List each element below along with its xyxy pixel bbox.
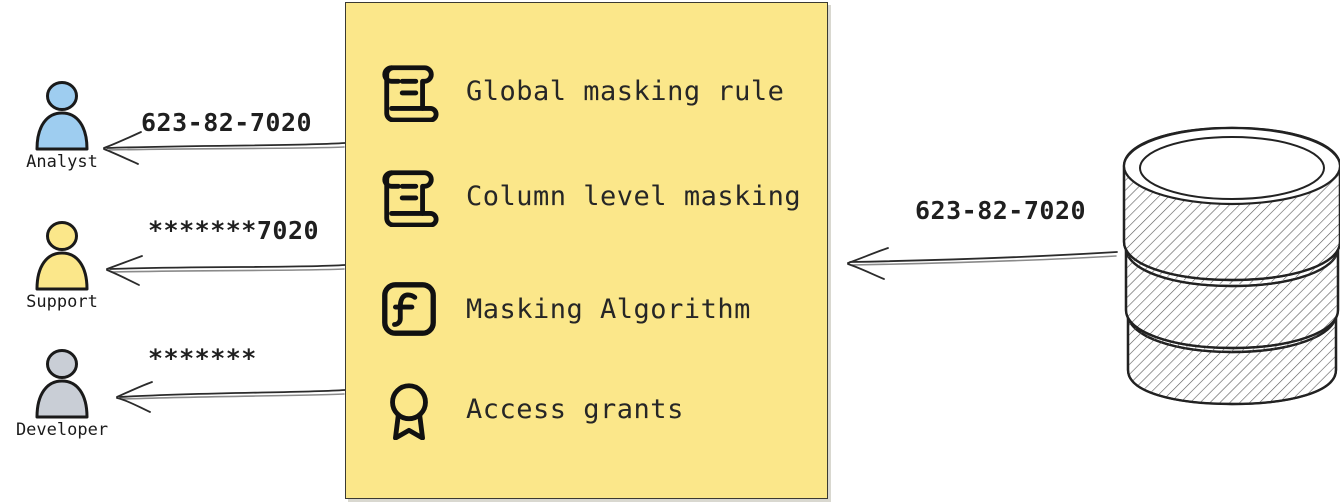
policy-item-global-masking-rule[interactable]: Global masking rule (378, 60, 784, 122)
arrow-developer (116, 381, 346, 413)
award-icon (390, 383, 428, 440)
actor-label: Analyst (26, 152, 98, 172)
person-icon (35, 81, 89, 151)
arrow-label-analyst: 623-82-7020 (141, 108, 313, 137)
arrow-database (847, 247, 1118, 280)
function-icon (382, 282, 436, 336)
actor-label: Support (26, 292, 98, 312)
policy-item-label: Column level masking (466, 180, 802, 212)
person-icon (35, 221, 89, 291)
policy-item-label: Global masking rule (466, 75, 785, 107)
scroll-icon (382, 65, 439, 122)
actor-analyst[interactable]: Analyst (2, 78, 122, 172)
policy-item-access-grants[interactable]: Access grants (378, 378, 684, 440)
arrow-label-developer: ******* (148, 344, 257, 373)
policy-item-column-level-masking[interactable]: Column level masking (378, 165, 801, 227)
policy-item-masking-algorithm[interactable]: Masking Algorithm (378, 278, 751, 340)
actor-label: Developer (15, 420, 109, 440)
arrow-support (106, 255, 346, 286)
policy-item-label: Access grants (466, 393, 684, 425)
actor-developer[interactable]: Developer (2, 346, 122, 440)
actor-support[interactable]: Support (2, 218, 122, 312)
policy-item-label: Masking Algorithm (466, 293, 751, 325)
person-icon (35, 349, 89, 419)
arrow-label-database: 623-82-7020 (915, 196, 1087, 225)
arrow-analyst (103, 131, 346, 165)
policy-panel: Global masking rule Column level masking… (345, 2, 828, 499)
database-layer-top (1122, 126, 1340, 284)
scroll-icon (382, 170, 439, 227)
arrow-label-support: *******7020 (148, 216, 320, 245)
database-cylinder-icon[interactable] (1118, 118, 1340, 408)
